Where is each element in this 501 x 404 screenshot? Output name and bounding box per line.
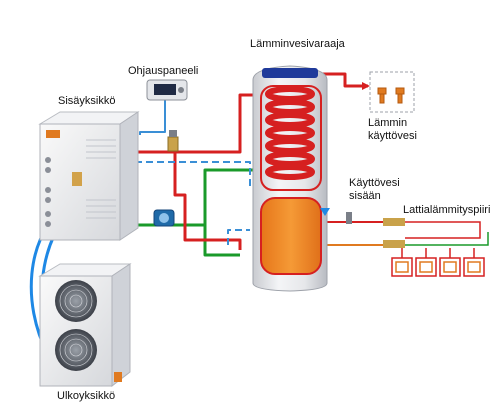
control-panel-screen — [154, 84, 176, 95]
label-control-panel: Ohjauspaneeli — [128, 65, 198, 77]
outdoor-unit-badge — [114, 372, 122, 382]
return-pipe-lower — [203, 225, 240, 257]
label-cold-water-2: sisään — [349, 190, 381, 202]
label-outdoor-unit: Ulkoyksikkö — [57, 390, 115, 402]
faucet-dashed-box — [369, 71, 415, 113]
outdoor-fan-bottom-icon — [55, 329, 97, 371]
refrigerant-dashed-line-2 — [227, 229, 250, 245]
indoor-unit-badge — [46, 130, 60, 138]
hot-water-arrow-icon — [362, 82, 370, 90]
floor-manifold — [346, 212, 405, 248]
cold-water-arrow-icon — [320, 208, 330, 216]
floor-loop-coils — [391, 248, 485, 277]
indoor-unit-label-plate — [72, 172, 82, 186]
indoor-unit-side — [119, 111, 139, 241]
hot-supply-pipe — [135, 93, 262, 154]
lower-chamber — [260, 197, 322, 275]
hot-branch-pipe — [173, 152, 242, 250]
refrigerant-dashed-line — [135, 161, 251, 190]
indoor-unit — [38, 111, 140, 241]
label-hot-water-2: käyttövesi — [368, 130, 417, 142]
upper-chamber — [260, 85, 322, 191]
indoor-unit-fittings — [45, 157, 51, 227]
three-way-valve-icon[interactable] — [167, 130, 179, 152]
control-panel[interactable] — [146, 79, 188, 101]
indoor-unit-vents — [86, 139, 116, 219]
tank-top-cap — [262, 68, 318, 78]
hot-water-faucet-icon[interactable] — [377, 87, 405, 104]
circulation-pump-icon[interactable] — [153, 209, 175, 227]
label-indoor-unit: Sisäyksikkö — [58, 95, 115, 107]
outdoor-unit — [38, 263, 132, 388]
floor-heating-loops — [391, 221, 489, 277]
labels: Ohjauspaneeli Sisäyksikkö Lämminvesivara… — [57, 38, 490, 402]
label-floor-heating: Lattialämmityspiiri — [403, 204, 490, 216]
outdoor-fan-top-icon — [55, 280, 97, 322]
heating-coil — [265, 86, 315, 180]
label-hot-water-1: Lämmin — [368, 117, 407, 129]
label-water-heater: Lämminvesivaraaja — [250, 38, 346, 50]
control-panel-knob[interactable] — [178, 87, 184, 93]
label-cold-water-1: Käyttövesi — [349, 177, 400, 189]
fan-grilles — [59, 284, 93, 367]
outdoor-unit-side — [111, 263, 131, 388]
hot-water-faucet[interactable] — [362, 71, 415, 113]
control-cable — [139, 100, 166, 135]
water-heater-tank — [252, 65, 328, 292]
